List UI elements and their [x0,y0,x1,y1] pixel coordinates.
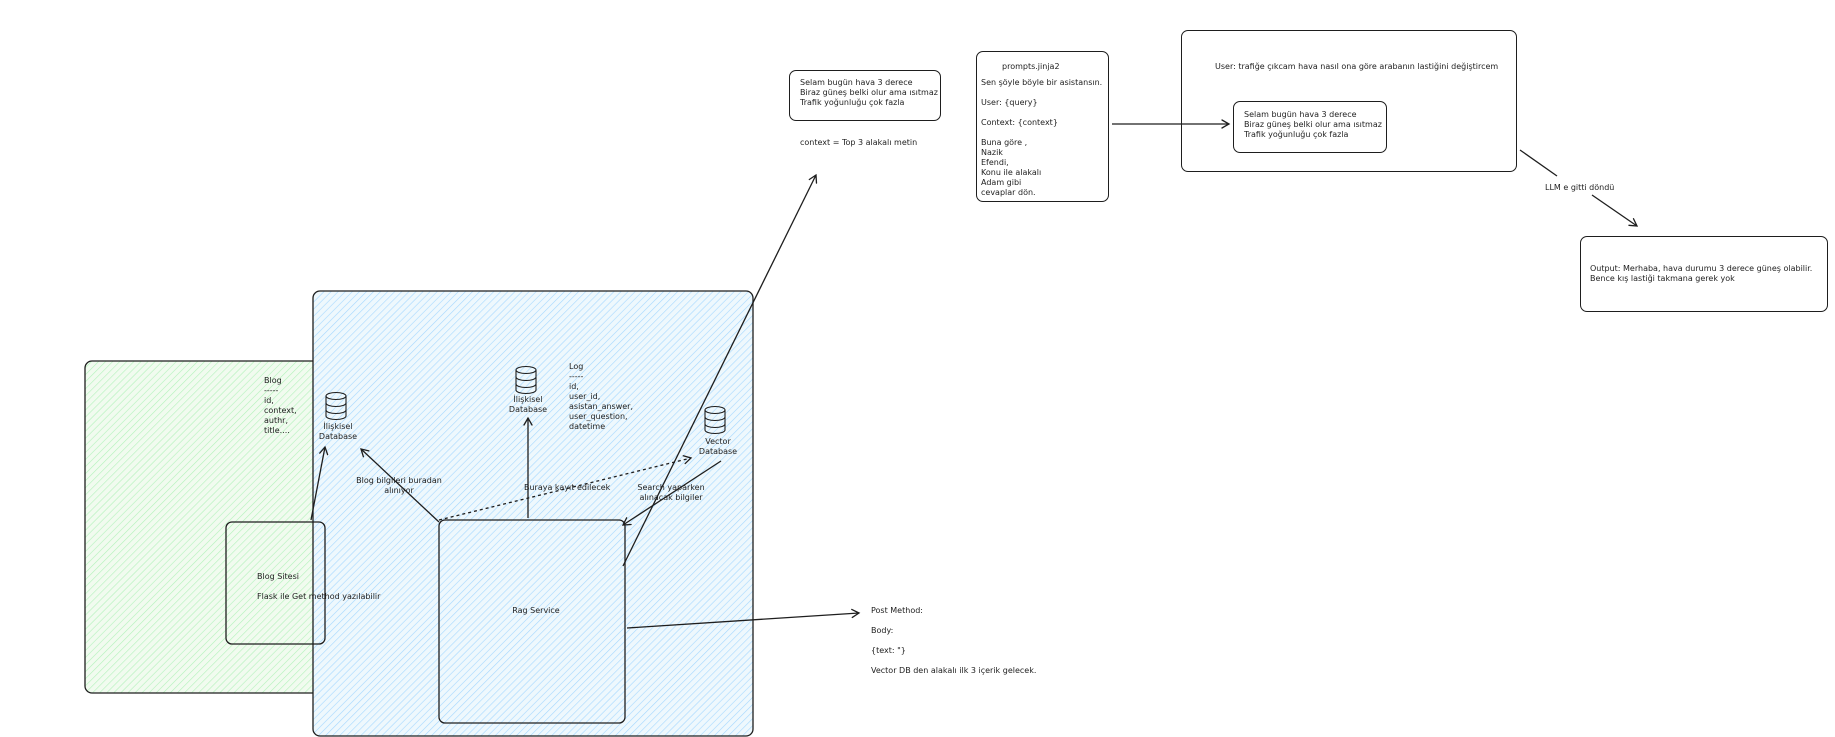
context-sample-box [789,70,941,121]
vector-db-label: Vector Database [698,437,738,456]
blog-relational-db-label: İlişkisel Database [318,422,358,441]
blog-site-to-db-arrow [310,445,329,521]
llm-to-output-arrow-start [1519,149,1558,177]
prompt-template-box [976,51,1109,202]
filled-prompt-box [1181,30,1517,172]
rag-to-post-method-arrow [626,608,861,629]
blog-relational-database-icon [325,391,347,421]
rag-service-label: Rag Service [512,606,560,615]
log-relational-db-label: İlişkisel Database [508,395,548,414]
blog-fields-text: Blog ----- id, context, authr, title.... [264,376,297,435]
blog-site-title: Blog Sitesi [257,572,299,581]
post-method-text: Post Method: Body: {text: "} Vector DB d… [871,606,1037,675]
context-sample-text: Selam bugün hava 3 derece Biraz güneş be… [800,78,938,107]
blog-site-note: Flask ile Get method yazılabilir [257,592,381,601]
vector-db-to-rag-arrow [621,460,722,526]
log-fields-text: Log ----- id, user_id, asistan_answer, u… [569,362,634,431]
rag-to-vector-db-dashed-arrow [438,455,693,521]
filled-prompt-user-line: User: trafiğe çıkcam hava nasıl ona göre… [1215,62,1499,71]
output-box [1580,236,1828,312]
llm-to-output-arrow-end [1591,194,1639,227]
save-note: Buraya kayıt edilecek [524,483,611,492]
prompt-template-title: prompts.jinja2 [1002,62,1060,71]
blog-fetch-note: Blog bilgileri buradan alınıyor [356,476,442,495]
vector-database-icon [704,405,726,435]
llm-note: LLM e gitti döndü [1545,183,1615,192]
log-relational-database-icon [515,365,537,395]
blog-site-box [225,521,326,645]
filled-prompt-context-text: Selam bugün hava 3 derece Biraz güneş be… [1244,110,1382,139]
rag-to-context-arrow [622,173,818,567]
search-note: Search yaparken alınacak bilgiler [637,483,705,502]
rag-system-container [312,290,754,737]
rag-to-blog-db-arrow [360,448,440,523]
context-caption: context = Top 3 alakalı metin [800,138,918,147]
prompt-template-body: Sen şöyle böyle bir asistansın. User: {q… [981,78,1103,197]
output-text: Output: Merhaba, hava durumu 3 derece gü… [1590,264,1813,283]
rag-service-box [438,519,626,724]
filled-context-box [1233,101,1387,153]
